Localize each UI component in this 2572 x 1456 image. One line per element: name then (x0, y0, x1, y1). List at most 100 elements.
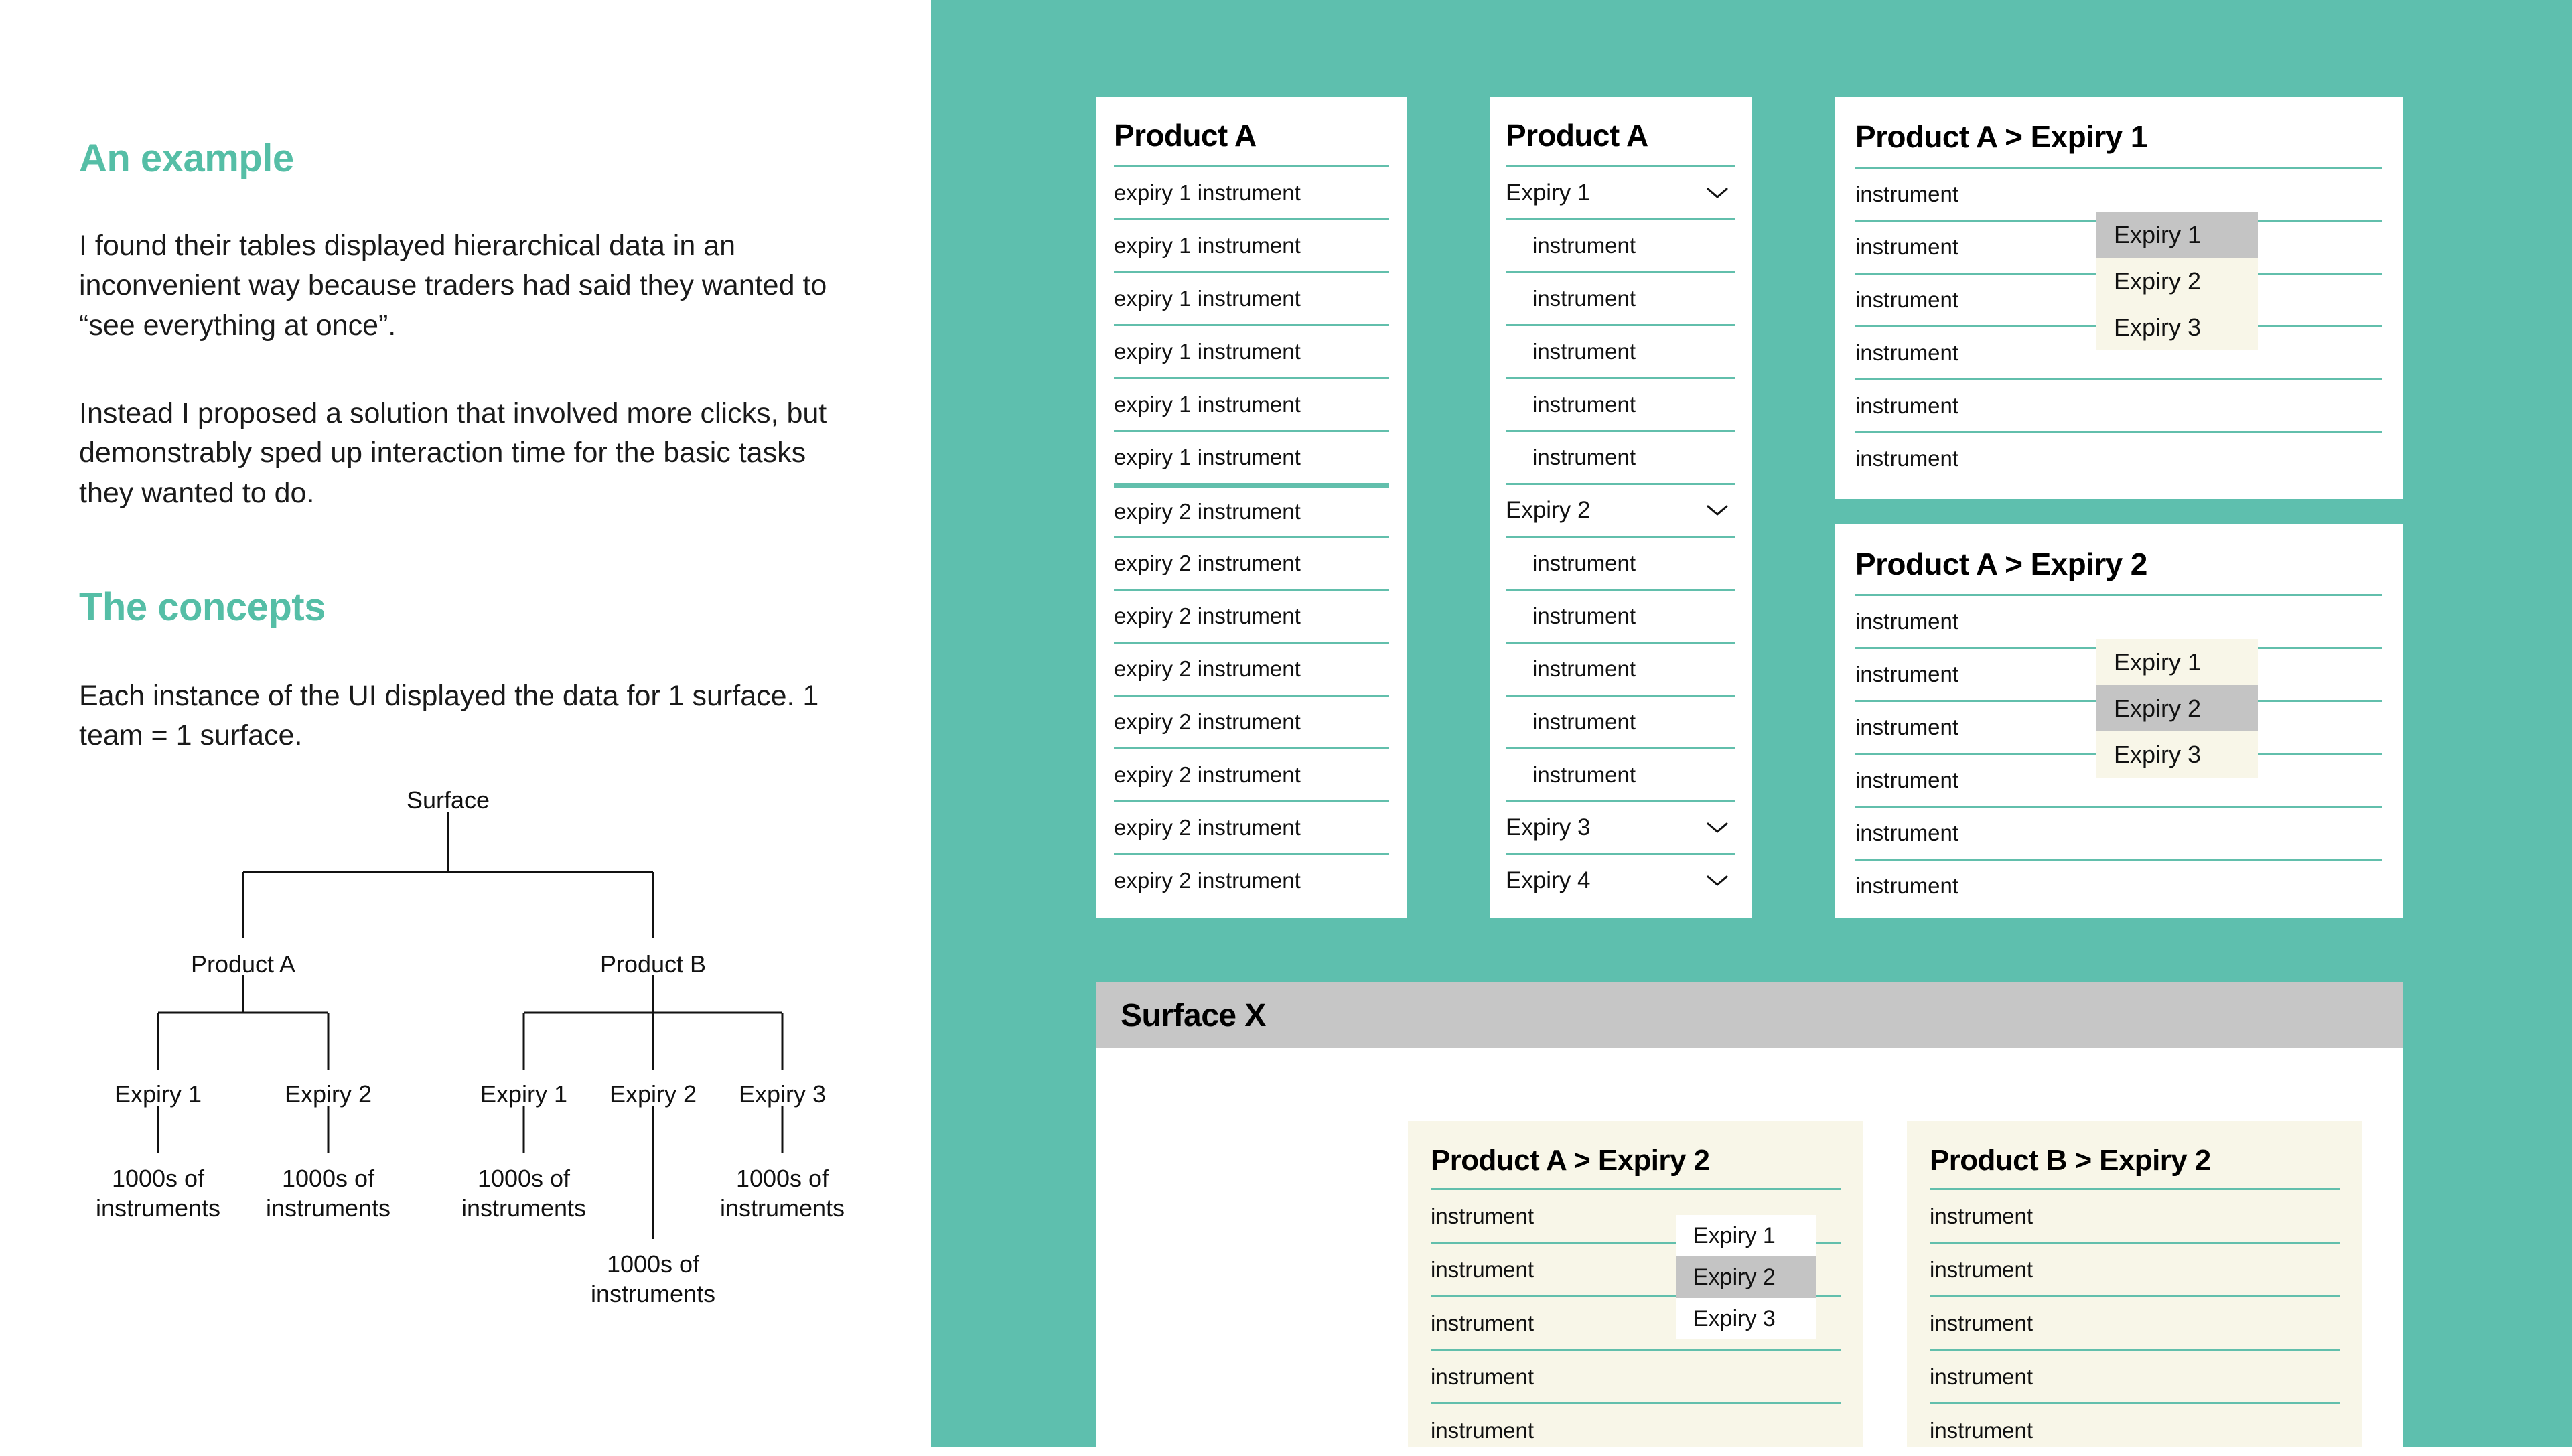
row-label: expiry 1 instrument (1114, 180, 1301, 205)
tree-node-a-expiry-2: Expiry 2 (284, 1080, 372, 1108)
row-label: instrument (1532, 445, 1636, 469)
section-heading-an-example: An example (79, 137, 294, 180)
hierarchy-tree-diagram: Surface Product A Product B Expiry 1 Exp… (40, 777, 931, 1313)
row-label: instrument (1431, 1256, 1534, 1282)
surface-x-header-bar: Surface X (1096, 982, 2403, 1048)
accordion-group-header[interactable]: Expiry 3 (1506, 800, 1735, 853)
row-label: instrument (1855, 873, 1959, 898)
expiry-selector-dropdown-1[interactable]: Expiry 1 Expiry 2 Expiry 3 (2096, 212, 2258, 350)
table-row[interactable]: instrument (1431, 1188, 1841, 1242)
table-row[interactable]: expiry 2 instrument (1114, 853, 1389, 906)
table-row[interactable]: expiry 2 instrument (1114, 747, 1389, 800)
accordion-instrument-row[interactable]: instrument (1506, 695, 1735, 747)
table-row[interactable]: instrument (1930, 1295, 2340, 1349)
row-label: expiry 1 instrument (1114, 233, 1301, 258)
chevron-down-icon[interactable] (1706, 874, 1729, 887)
row-label: instrument (1532, 603, 1636, 628)
dropdown-option[interactable]: Expiry 1 (2114, 648, 2202, 676)
accordion-group-header[interactable]: Expiry 4 (1506, 853, 1735, 906)
dropdown-option[interactable]: Expiry 3 (2114, 740, 2202, 768)
row-label: expiry 2 instrument (1114, 603, 1301, 628)
accordion-instrument-row[interactable]: instrument (1506, 589, 1735, 642)
tree-node-b-expiry-1: Expiry 1 (480, 1080, 568, 1108)
table-row[interactable]: expiry 2 instrument (1114, 589, 1389, 642)
accordion-instrument-row[interactable]: instrument (1506, 430, 1735, 483)
table-row[interactable]: expiry 1 instrument (1114, 430, 1389, 483)
table-row[interactable]: expiry 2 instrument (1114, 642, 1389, 695)
chevron-down-icon[interactable] (1706, 504, 1729, 517)
table-row[interactable]: instrument (1431, 1349, 1841, 1402)
subcard-title-product-a-expiry-2: Product A > Expiry 2 (1431, 1144, 1710, 1177)
table-row[interactable]: instrument (1930, 1188, 2340, 1242)
table-row[interactable]: instrument (1855, 431, 2382, 484)
table-row[interactable]: instrument (1855, 594, 2382, 647)
dropdown-option[interactable]: Expiry 3 (1693, 1305, 1776, 1331)
table-row[interactable]: instrument (1855, 806, 2382, 859)
dropdown-option[interactable]: Expiry 2 (2096, 685, 2258, 731)
table-row[interactable]: instrument (1431, 1402, 1841, 1456)
accordion-instrument-row[interactable]: instrument (1506, 218, 1735, 271)
section-heading-the-concepts: The concepts (79, 585, 326, 629)
chevron-down-icon[interactable] (1706, 186, 1729, 200)
table-row[interactable]: expiry 1 instrument (1114, 324, 1389, 377)
dropdown-option[interactable]: Expiry 2 (1676, 1256, 1816, 1298)
table-row[interactable]: expiry 1 instrument (1114, 218, 1389, 271)
accordion-group-label: Expiry 2 (1506, 497, 1591, 523)
accordion-instrument-row[interactable]: instrument (1506, 324, 1735, 377)
dropdown-option[interactable]: Expiry 1 (2096, 212, 2258, 258)
row-label: expiry 2 instrument (1114, 499, 1301, 524)
row-label: expiry 2 instrument (1114, 868, 1301, 893)
row-label: expiry 1 instrument (1114, 339, 1301, 364)
accordion-group-label: Expiry 4 (1506, 867, 1591, 893)
tree-leaf-a-expiry-2-instruments: 1000s of instruments (265, 1165, 391, 1222)
table-row[interactable]: expiry 2 instrument (1114, 695, 1389, 747)
row-label: expiry 2 instrument (1114, 551, 1301, 575)
table-row[interactable]: instrument (1855, 859, 2382, 912)
row-label: instrument (1532, 286, 1636, 311)
row-label: instrument (1532, 762, 1636, 787)
table-row[interactable]: expiry 2 instrument (1114, 483, 1389, 536)
left-narrative-column: An example I found their tables displaye… (0, 0, 931, 1447)
row-label: instrument (1855, 340, 1959, 365)
accordion-instrument-row[interactable]: instrument (1506, 747, 1735, 800)
tree-leaf-b-expiry-2-instruments: 1000s of instruments (590, 1250, 716, 1307)
accordion-group-header[interactable]: Expiry 1 (1506, 165, 1735, 218)
accordion-instrument-row[interactable]: instrument (1506, 536, 1735, 589)
table-row[interactable]: expiry 2 instrument (1114, 800, 1389, 853)
table-row[interactable]: instrument (1855, 378, 2382, 431)
table-row[interactable]: expiry 1 instrument (1114, 377, 1389, 430)
tree-node-b-expiry-2: Expiry 2 (609, 1080, 697, 1108)
row-label: instrument (1930, 1310, 2033, 1335)
table-row[interactable]: instrument (1930, 1349, 2340, 1402)
table-row[interactable]: instrument (1431, 1242, 1841, 1295)
dropdown-option[interactable]: Expiry 3 (2114, 313, 2202, 341)
table-row[interactable]: expiry 2 instrument (1114, 536, 1389, 589)
dropdown-option[interactable]: Expiry 2 (2114, 267, 2202, 295)
chevron-down-icon[interactable] (1706, 821, 1729, 834)
accordion-group-header[interactable]: Expiry 2 (1506, 483, 1735, 536)
accordion-instrument-row[interactable]: instrument (1506, 377, 1735, 430)
dropdown-option[interactable]: Expiry 1 (1693, 1222, 1776, 1248)
row-label: instrument (1532, 709, 1636, 734)
tree-connector-lines (157, 812, 784, 1239)
accordion-instrument-row[interactable]: instrument (1506, 271, 1735, 324)
table-row[interactable]: instrument (1930, 1242, 2340, 1295)
accordion-group-label: Expiry 1 (1506, 179, 1591, 206)
table-row[interactable]: instrument (1930, 1402, 2340, 1456)
table-row[interactable]: expiry 1 instrument (1114, 271, 1389, 324)
table-row[interactable]: expiry 1 instrument (1114, 165, 1389, 218)
row-label: instrument (1855, 820, 1959, 845)
accordion-group-label: Expiry 3 (1506, 814, 1591, 841)
expiry-selector-dropdown-2[interactable]: Expiry 1 Expiry 2 Expiry 3 (2096, 639, 2258, 778)
row-label: instrument (1855, 768, 1959, 792)
row-label: instrument (1855, 393, 1959, 418)
table-row[interactable]: instrument (1855, 167, 2382, 220)
accordion-instrument-row[interactable]: instrument (1506, 642, 1735, 695)
surface-expiry-selector-dropdown[interactable]: Expiry 1 Expiry 2 Expiry 3 (1676, 1215, 1816, 1339)
table-row[interactable]: instrument (1431, 1295, 1841, 1349)
